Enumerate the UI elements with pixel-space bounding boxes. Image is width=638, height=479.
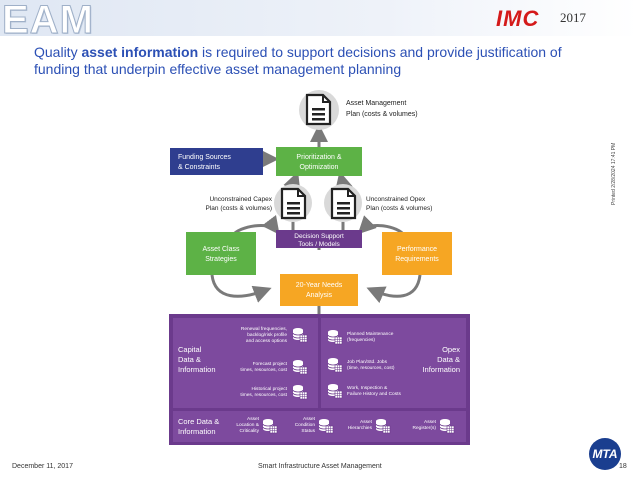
svg-text:Asset: Asset	[247, 416, 260, 422]
svg-text:Asset: Asset	[360, 419, 373, 425]
asset-class-label-line2: Strategies	[205, 256, 237, 263]
svg-text:Register(s): Register(s)	[413, 425, 437, 431]
svg-text:Forecast project: Forecast project	[253, 361, 288, 367]
decision-support-box	[276, 230, 362, 248]
capital-item-renewal: Renewal frequencies, backlog/risk profil…	[241, 326, 308, 344]
needs-label-line1: 20-Year Needs	[296, 282, 343, 289]
needs-analysis-box	[280, 274, 358, 306]
svg-text:Planned Maintenance: Planned Maintenance	[347, 331, 394, 337]
core-label-line2: Information	[178, 427, 216, 436]
slide-header: EAM IMC 2017	[0, 0, 638, 43]
opex-data-label-line1: Opex	[442, 345, 460, 354]
svg-text:Criticality: Criticality	[240, 428, 260, 434]
capex-document-icon	[274, 184, 312, 222]
subtitle-bold: asset information	[81, 44, 199, 60]
opex-panel	[321, 318, 466, 408]
subtitle-suffix: is required to support decisions and pro…	[34, 44, 562, 77]
asset-class-box	[186, 232, 256, 275]
footer-date: December 11, 2017	[12, 463, 73, 470]
funding-sources-box	[170, 148, 263, 175]
svg-text:and access options: and access options	[246, 338, 288, 344]
svg-text:Historical project: Historical project	[252, 386, 288, 392]
prioritization-label-line2: Optimization	[300, 164, 339, 171]
performance-box	[382, 232, 452, 275]
core-item-registers: Asset Register(s)	[413, 418, 455, 434]
mta-logo: MTA	[589, 438, 621, 470]
funding-label-line2: & Constraints	[178, 164, 221, 171]
svg-text:Location &: Location &	[236, 422, 259, 428]
svg-text:Condition: Condition	[295, 422, 316, 428]
svg-text:Work, Inspection &: Work, Inspection &	[347, 385, 388, 391]
capex-label-line2: Plan (costs & volumes)	[206, 205, 272, 212]
svg-text:Hierarchies: Hierarchies	[348, 425, 373, 431]
capex-label-line1: Unconstrained Capex	[209, 196, 272, 203]
svg-text:Status: Status	[301, 428, 315, 434]
imc-logo: IMC	[496, 6, 540, 31]
svg-text:Job Plan/Std. Jobs: Job Plan/Std. Jobs	[347, 359, 388, 365]
page-number: 18	[619, 463, 627, 470]
capital-item-forecast: Forecast project times, resources, cost	[240, 359, 308, 375]
capital-item-historical: Historical project times, resources, cos…	[240, 384, 308, 400]
prioritization-label-line1: Prioritization &	[296, 154, 341, 161]
funding-label-line1: Funding Sources	[178, 154, 231, 161]
core-item-condition: Asset Condition Status	[295, 416, 334, 434]
opex-item-work: Work, Inspection & Failure History and C…	[327, 383, 401, 399]
core-label-line1: Core Data &	[178, 417, 219, 426]
prioritization-box	[276, 147, 362, 176]
needs-label-line2: Analysis	[306, 292, 333, 299]
capital-label-line3: Information	[178, 365, 216, 374]
svg-text:Failure History and Costs: Failure History and Costs	[347, 391, 401, 397]
opex-item-planned: Planned Maintenance (frequencies)	[327, 329, 394, 345]
opex-document-icon	[324, 184, 362, 222]
amp-label-line2: Plan (costs & volumes)	[346, 111, 418, 118]
opex-data-label-line3: Information	[422, 365, 460, 374]
footer-title: Smart Infrastructure Asset Management	[258, 463, 382, 470]
opex-item-jobplan: Job Plan/Std. Jobs (time, resources, cos…	[327, 357, 395, 373]
svg-text:(time, resources, cost): (time, resources, cost)	[347, 365, 395, 371]
capital-label-line2: Data &	[178, 355, 201, 364]
svg-text:Asset: Asset	[303, 416, 316, 422]
performance-label-line1: Performance	[397, 246, 437, 253]
core-item-location: Asset Location & Criticality	[236, 416, 278, 434]
svg-text:times, resources, cost: times, resources, cost	[240, 392, 287, 398]
decision-label-line1: Decision Support	[294, 233, 344, 240]
opex-label-line2: Plan (costs & volumes)	[366, 205, 432, 212]
svg-text:(frequencies): (frequencies)	[347, 337, 375, 343]
asset-class-label-line1: Asset Class	[203, 246, 240, 253]
amp-document-icon	[299, 90, 339, 130]
opex-label-line1: Unconstrained Opex	[366, 196, 426, 203]
svg-text:Asset: Asset	[424, 419, 437, 425]
performance-label-line2: Requirements	[395, 256, 439, 263]
amp-label-line1: Asset Management	[346, 100, 406, 107]
subtitle-prefix: Quality	[34, 44, 82, 60]
opex-data-label-line2: Data &	[437, 355, 460, 364]
svg-text:times, resources, cost: times, resources, cost	[240, 367, 287, 373]
slide-footer: December 11, 2017 Smart Infrastructure A…	[0, 460, 638, 479]
eam-logo: EAM	[2, 0, 94, 43]
slide-subtitle: Quality asset information is required to…	[34, 44, 594, 78]
core-item-hierarchies: Asset Hierarchies	[348, 418, 391, 434]
capital-label-line1: Capital	[178, 345, 202, 354]
svg-text:backlog/risk profile: backlog/risk profile	[247, 332, 287, 338]
decision-label-line2: Tools / Models	[298, 241, 340, 248]
header-band	[0, 0, 638, 36]
svg-text:Renewal frequencies,: Renewal frequencies,	[241, 326, 287, 332]
imc-year: 2017	[560, 10, 586, 25]
